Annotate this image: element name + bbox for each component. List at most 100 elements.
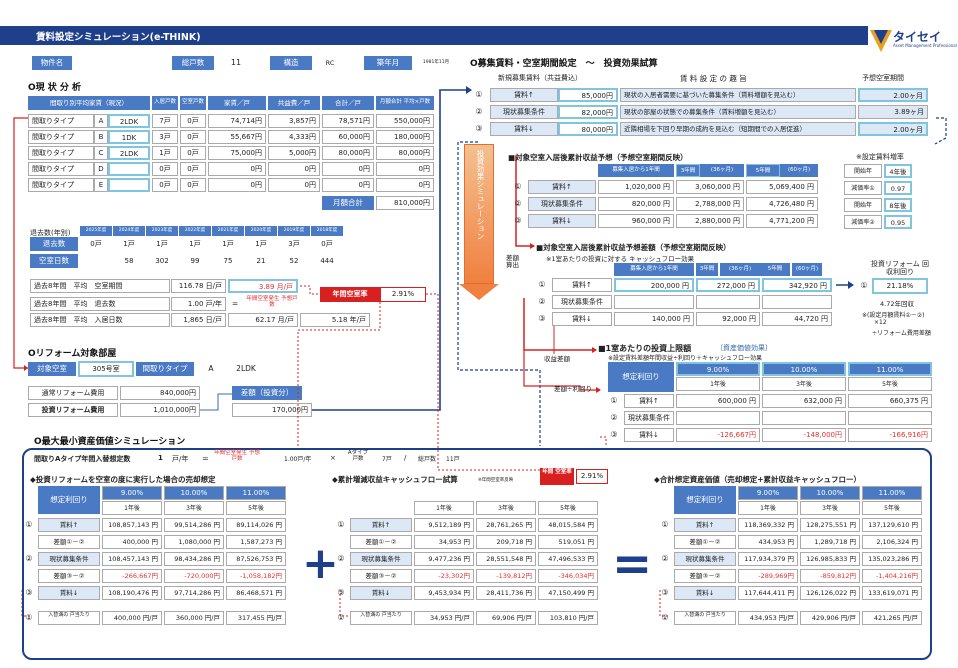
panel1-title: ◆投資リフォームを空室の度に実行した場合の売却想定 [30,475,216,484]
moveout-year: 2019年度 [278,226,310,236]
p3-value: 118,369,332 円 [738,518,798,532]
growth-value: 0.95 [884,215,912,229]
p2-value: 34,953 円 [414,535,474,549]
moveout-label: 退去数(年別) [30,229,71,237]
row-rent: 74,714円 [208,114,266,128]
p1-value: 108,457,143 円 [102,552,162,566]
p3-year: 1年後 [738,501,798,515]
row-name: 間取りタイプ [28,114,94,128]
panel3-title: ◆合計想定資産価値（売却想定+累計収益キャッシュフロー） [654,475,862,484]
taisei-logo-icon [870,30,892,52]
limit-rate: 10.00% [762,362,846,376]
diff-col: 募集入居から1年間 [614,263,694,276]
row-month: 180,000円 [376,130,434,144]
cum-5y: 5,069,400 円 [746,180,818,194]
p3-value: 1,289,718 円 [800,535,860,549]
recruit-name: 賃料↑ [490,88,558,102]
row-vac: 0戸 [180,130,206,144]
p1-value: 108,190,476 円 [102,586,162,600]
row-month: 550,000円 [376,114,434,128]
payback-years: 4.72年回収 [880,300,914,308]
diff-col: (60ヶ月) [792,263,822,276]
col-occ-header: 入居戸数 [152,96,178,110]
p1-rate: 9.00% [102,486,162,500]
vac-days: 302 [155,257,169,265]
moveout-count: 0戸 [321,240,333,248]
p3-value: -859,812円 [800,569,860,583]
recruit-no: ③ [475,124,483,133]
p1-no [22,535,36,549]
p1-year: 1年後 [102,501,162,515]
current-title: O現 状 分 析 [28,83,82,93]
recruit-no: ① [475,90,483,99]
p3-year: 5年後 [862,501,922,515]
sim-title: O最大最小資産価値シミュレーション [34,437,186,447]
p1-name: 差額①－② [38,535,100,549]
row-layout [108,178,150,192]
p1-value: 89,114,026 円 [226,518,286,532]
p2-year: 3年後 [476,501,536,515]
p1-value: 98,434,286 円 [164,552,224,566]
p1-value: 317,455 円/戸 [226,611,286,625]
diff-name: 賃料↓ [552,312,612,326]
row-occ: 0戸 [152,178,178,192]
sim-total-v: 11戸 [446,456,460,463]
diff-5y [762,295,832,309]
p2-value: 48,015,584 円 [538,518,598,532]
vac-days: 75 [223,257,233,265]
moveout-count: 0戸 [90,240,102,248]
sim-rate: 1.00戸/年 [284,456,312,463]
diff-col: (36ヶ月) [720,263,760,276]
p1-value: 400,000 円 [102,535,162,549]
recruit-name: 現状募集条件 [490,105,558,119]
diff-name: 賃料↑ [552,278,612,292]
recruit-basis: 現状の入居者需要に基づいた募集条件（賃料増額を見込む） [620,88,856,102]
cum-3y: 2,788,000 円 [676,197,744,211]
cum-5y: 4,726,480 円 [746,197,818,211]
units-value: 11 [230,58,242,67]
moveout-count: 1戸 [222,240,234,248]
recruit-rent[interactable]: 80,000円 [558,122,618,136]
p3-value: 2,106,324 円 [862,535,922,549]
p3-name: 賃料↑ [674,518,736,532]
logo-text: タイセイ [893,30,942,44]
col-layout-header: 間取り別平均家賃（現況） [28,96,150,110]
p3-rate-label: 想定利回り [674,486,736,514]
diff-3y [696,295,760,309]
past-stay-years: 5.18 年/戸 [300,313,370,327]
past-vac-days: 116.78 日/戸 [171,279,226,293]
p1-value: -720,000円 [164,569,224,583]
row-month: 0円 [376,178,434,192]
p3-year: 3年後 [800,501,860,515]
p1-value: 1,587,273 円 [226,535,286,549]
recruit-name: 賃料↓ [490,122,558,136]
p2-no [334,535,348,549]
year-label: 築年月 [364,56,412,70]
past-moveout-value: 1.00 戸/年 [171,297,226,311]
row-fee: 4,333円 [268,130,320,144]
diff-col: 5年間 [760,263,790,276]
diff-no: ② [538,297,546,306]
cum-col: (60ヶ月) [780,164,818,177]
cum-no: ③ [514,216,522,225]
logo-subtitle: Asset Management Professional [893,43,957,48]
recruit-rent[interactable]: 85,000円 [558,88,618,102]
panel2-vac-label: 年間 空室率 [540,468,574,485]
vacancy-rate-value: 2.91% [380,287,426,302]
diff-3y: 272,000 円 [696,278,760,292]
limit-sub: ※設定賃料差額年間収益÷利回り＋キャッシュフロー効果 [608,355,763,362]
p2-value: 47,496,533 円 [538,552,598,566]
p3-value: 126,126,022 円 [800,586,860,600]
p1-year: 3年後 [164,501,224,515]
p2-name: 賃料↑ [350,518,412,532]
row-code: D [94,162,108,176]
p2-value: 519,051 円 [538,535,598,549]
p3-no [658,569,672,583]
p2-value: -346,034円 [538,569,598,583]
growth-value: 0.97 [884,181,912,195]
p2-name: 入替満の 戸当たり [350,611,412,625]
cum-name: 賃料↓ [528,214,596,228]
recruit-rent[interactable]: 82,000円 [558,105,618,119]
panel2-title: ◆累計増減収益キャッシュフロー試算 [332,475,458,484]
p1-value: 99,514,286 円 [164,518,224,532]
